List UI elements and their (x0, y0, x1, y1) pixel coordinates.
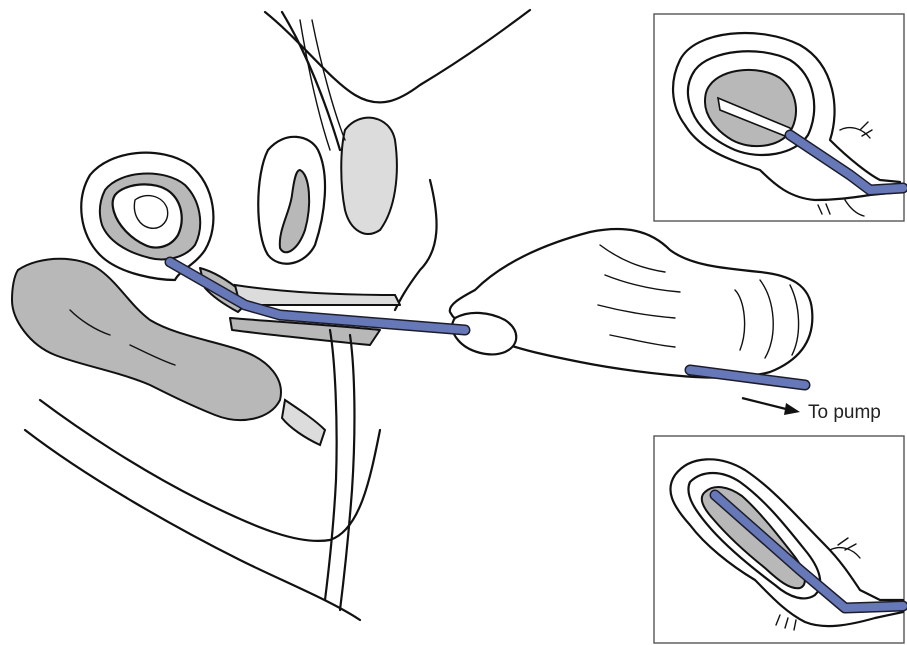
lower-contour (25, 430, 360, 620)
inset-top (654, 14, 904, 221)
posterior-contour (40, 400, 380, 541)
anterior-wall-3 (395, 180, 437, 310)
arrow-shaft (742, 398, 790, 410)
anterior-wall-2 (312, 20, 345, 140)
rectum (12, 259, 281, 420)
vaginal-canal-upper (235, 285, 400, 305)
gloved-hand (450, 229, 813, 378)
inset-bottom (654, 436, 904, 643)
pubic-bone (341, 118, 397, 234)
perineum-line-1 (325, 330, 337, 600)
anterior-wall (300, 20, 330, 150)
anal-canal (282, 400, 325, 445)
glove-outline (450, 229, 813, 378)
pump-label: To pump (808, 402, 881, 423)
direction-arrow: To pump (742, 398, 881, 423)
arrow-head (784, 403, 800, 415)
perineum-line-2 (340, 335, 354, 610)
